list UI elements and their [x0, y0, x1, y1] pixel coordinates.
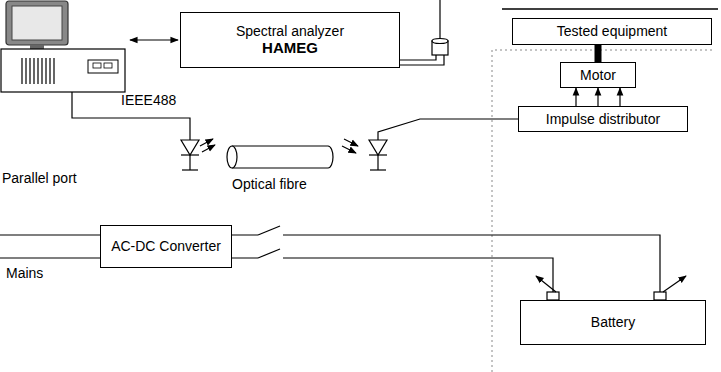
battery-terminal — [536, 276, 686, 300]
node-text: Motor — [580, 67, 616, 84]
port-label: Parallel port — [2, 170, 77, 187]
vent-line — [45, 58, 46, 84]
motor-box: Motor — [560, 62, 636, 88]
computer-monitor — [6, 1, 68, 49]
vent-line — [33, 58, 34, 84]
mains-label: Mains — [6, 265, 43, 282]
equipment-box: Tested equipment — [512, 18, 712, 45]
antenna — [400, 0, 448, 65]
photodiode-symbol — [342, 119, 518, 170]
distributor-box: Impulse distributor — [518, 106, 688, 132]
drive-arrow — [575, 88, 576, 106]
battery-box: Battery — [520, 300, 706, 345]
switch-symbol — [258, 226, 280, 258]
bus-arrow — [130, 39, 178, 40]
signal-wire — [72, 92, 190, 140]
fibre-label: Optical fibre — [232, 176, 307, 193]
node-text: AC-DC Converter — [111, 238, 221, 255]
node-text: Impulse distributor — [546, 111, 660, 128]
node-text: Battery — [591, 314, 635, 331]
converter-box: AC-DC Converter — [100, 225, 232, 268]
motor-shaft — [595, 45, 602, 62]
drive-arrow — [619, 88, 620, 106]
power-wire — [232, 258, 553, 292]
analyzer-box: Spectral analyzerHAMEG — [180, 12, 400, 68]
platform — [502, 8, 718, 9]
vent-line — [53, 58, 54, 84]
boundary — [492, 50, 712, 372]
vent-line — [21, 58, 22, 84]
vent-line — [25, 58, 26, 84]
node-text: Tested equipment — [557, 23, 668, 40]
vent-line — [29, 58, 30, 84]
optical-fibre — [227, 146, 333, 168]
bus-label: IEEE488 — [121, 92, 176, 109]
mains-wires — [0, 235, 100, 258]
vent-line — [37, 58, 38, 84]
vent-line — [41, 58, 42, 84]
node-text: HAMEG — [262, 39, 318, 57]
led-symbol — [181, 139, 215, 170]
vent-line — [49, 58, 50, 84]
node-text: Spectral analyzer — [236, 23, 344, 40]
computer-case — [1, 49, 125, 92]
power-wire — [232, 235, 660, 292]
drive-arrow — [597, 88, 598, 106]
